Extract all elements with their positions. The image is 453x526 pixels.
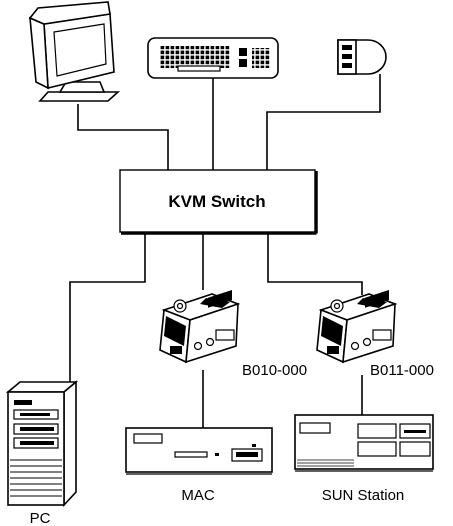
monitor-icon [28, 1, 121, 102]
mac-label: MAC [181, 487, 215, 504]
adapter-icon [159, 289, 241, 364]
pc-label: PC [30, 510, 51, 526]
pc-tower-icon [5, 380, 79, 508]
kvm-switch-box: KVM Switch [119, 169, 318, 235]
mac-desktop-icon [125, 427, 273, 475]
sun-station-icon [294, 414, 434, 472]
kvm-switch-label: KVM Switch [168, 192, 265, 211]
mouse-icon [337, 39, 387, 75]
adapter-label-b010: B010-000 [242, 362, 307, 379]
keyboard-icon [147, 37, 279, 79]
connection-lines [69, 74, 381, 428]
adapter-label-b011: B011-000 [370, 362, 434, 379]
adapter-icon [316, 289, 398, 364]
sun-station-label: SUN Station [322, 487, 405, 504]
